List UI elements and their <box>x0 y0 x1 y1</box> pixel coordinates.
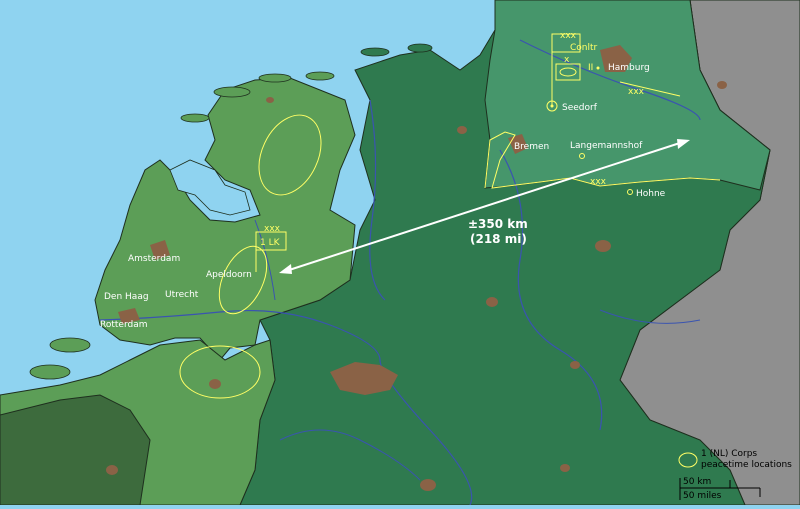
echelon-division: x <box>564 55 570 65</box>
city-ruhr <box>330 362 398 395</box>
river-moselle <box>279 429 421 481</box>
legend-ellipse <box>678 452 698 468</box>
label-bremen: Bremen <box>514 142 549 152</box>
island <box>213 86 251 98</box>
echelon-commander: xxx <box>560 31 577 41</box>
river-ems <box>369 99 386 301</box>
island <box>407 43 433 53</box>
symbol-seedorf-dot <box>550 104 554 108</box>
scale-km-label: 50 km <box>683 477 711 487</box>
label-1lk: 1 LK <box>260 238 281 248</box>
marker-hohne <box>627 189 633 195</box>
echelon-boundary-north: xxx <box>628 87 645 97</box>
corps-location <box>218 245 268 315</box>
city <box>595 240 611 252</box>
symbol-division <box>555 63 581 81</box>
netherlands <box>94 77 356 361</box>
marker-langemannshof <box>579 153 585 159</box>
label-amsterdam: Amsterdam <box>128 254 180 264</box>
label-commander: Conltr <box>570 43 598 53</box>
echelon-brigade: II <box>588 63 593 73</box>
river-ijssel <box>254 219 276 301</box>
symbol-commander <box>551 33 581 53</box>
city-hamburg <box>600 45 632 72</box>
distance-arrow <box>282 140 687 273</box>
city <box>106 465 118 475</box>
arrow-head-east <box>677 139 690 149</box>
legend-line1: 1 (NL) Corps <box>701 449 757 459</box>
city <box>570 361 580 369</box>
river-rhine <box>99 309 473 506</box>
label-utrecht: Utrecht <box>165 290 199 300</box>
distance-mi: (218 mi) <box>470 232 527 246</box>
distance-km: ±350 km <box>468 217 528 231</box>
city-rotterdam <box>118 308 140 324</box>
label-hamburg: Hamburg <box>608 63 650 73</box>
island <box>305 71 335 81</box>
city <box>457 126 467 134</box>
river-weser <box>499 149 603 431</box>
island <box>49 337 91 353</box>
corps-location <box>258 114 322 196</box>
river-main <box>599 309 701 324</box>
legend-line2: peacetime locations <box>701 460 792 470</box>
city <box>560 464 570 472</box>
echelon-1lk: xxx <box>264 224 281 234</box>
city <box>486 297 498 307</box>
marker-hamburg <box>596 66 600 70</box>
symbol-armoured <box>559 67 577 77</box>
city <box>717 81 727 89</box>
island <box>29 364 71 380</box>
label-rotterdam: Rotterdam <box>100 320 148 330</box>
label-hohne: Hohne <box>636 189 666 199</box>
label-apeldoorn: Apeldoorn <box>206 270 252 280</box>
corps-location <box>179 345 261 399</box>
echelon-boundary-south: xxx <box>590 177 607 187</box>
city-amsterdam <box>150 240 170 260</box>
label-langemannshof: Langemannshof <box>570 141 643 151</box>
island <box>360 47 390 57</box>
island <box>180 113 210 123</box>
city <box>266 97 274 103</box>
corps-boundary <box>619 81 681 97</box>
scale-mi-label: 50 miles <box>683 491 722 501</box>
arrow-head-west <box>279 264 292 274</box>
ijsselmeer <box>169 159 251 216</box>
island <box>258 73 292 83</box>
city <box>209 379 221 389</box>
symbol-seedorf <box>546 100 558 112</box>
south-west-land <box>0 394 151 506</box>
corps-location-germany <box>484 131 721 189</box>
label-den-haag: Den Haag <box>104 292 149 302</box>
label-seedorf: Seedorf <box>562 103 598 113</box>
symbol-1lk <box>255 231 287 251</box>
city <box>420 479 436 491</box>
